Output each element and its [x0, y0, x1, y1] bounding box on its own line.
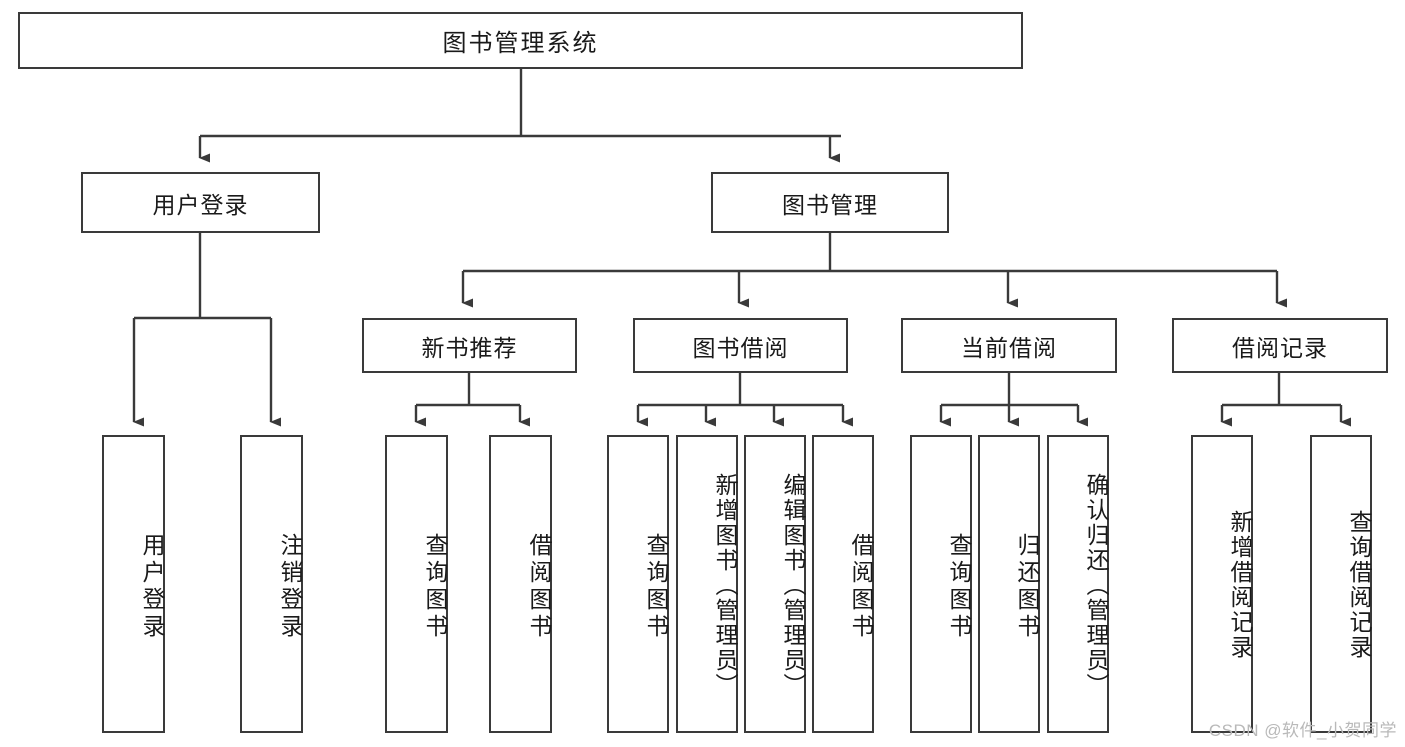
- leaf-current-confirm-return-admin[interactable]: 确认归还（管理员）: [1047, 435, 1109, 733]
- node-label: 用户登录: [139, 533, 165, 641]
- node-label: 图书借阅: [692, 334, 789, 361]
- node-label: 新增图书（管理员）: [712, 472, 738, 698]
- node-label: 查询图书: [946, 533, 972, 641]
- node-current-borrow[interactable]: 当前借阅: [901, 318, 1117, 373]
- leaf-current-return-book[interactable]: 归还图书: [978, 435, 1040, 733]
- node-book-borrow[interactable]: 图书借阅: [633, 318, 848, 373]
- leaf-borrow-edit-book-admin[interactable]: 编辑图书（管理员）: [744, 435, 806, 733]
- leaf-new-book-query[interactable]: 查询图书: [385, 435, 448, 733]
- node-label: 查询图书: [643, 533, 669, 641]
- node-label: 图书管理: [782, 191, 878, 218]
- node-new-book-recommendation[interactable]: 新书推荐: [362, 318, 577, 373]
- node-root-book-management-system[interactable]: 图书管理系统: [18, 12, 1023, 69]
- node-label: 借阅记录: [1232, 334, 1328, 361]
- leaf-current-query-book[interactable]: 查询图书: [910, 435, 972, 733]
- node-borrow-record[interactable]: 借阅记录: [1172, 318, 1388, 373]
- node-user-login[interactable]: 用户登录: [81, 172, 320, 233]
- leaf-borrow-add-book-admin[interactable]: 新增图书（管理员）: [676, 435, 738, 733]
- node-book-management[interactable]: 图书管理: [711, 172, 949, 233]
- node-label: 注销登录: [277, 533, 303, 641]
- leaf-new-book-borrow[interactable]: 借阅图书: [489, 435, 552, 733]
- node-label: 确认归还（管理员）: [1083, 472, 1109, 698]
- node-label: 查询图书: [422, 533, 448, 641]
- leaf-borrow-query-book[interactable]: 查询图书: [607, 435, 669, 733]
- node-label: 新增借阅记录: [1227, 510, 1253, 660]
- node-label: 归还图书: [1014, 533, 1040, 641]
- node-label: 借阅图书: [526, 533, 552, 641]
- leaf-borrow-borrow-book[interactable]: 借阅图书: [812, 435, 874, 733]
- leaf-user-login-signin[interactable]: 用户登录: [102, 435, 165, 733]
- node-label: 新书推荐: [421, 334, 518, 361]
- node-label: 查询借阅记录: [1346, 510, 1372, 660]
- node-label: 借阅图书: [848, 533, 874, 641]
- node-label: 图书管理系统: [442, 30, 599, 57]
- leaf-record-query-borrow-record[interactable]: 查询借阅记录: [1310, 435, 1372, 733]
- leaf-user-login-signout[interactable]: 注销登录: [240, 435, 303, 733]
- leaf-record-add-borrow-record[interactable]: 新增借阅记录: [1191, 435, 1253, 733]
- node-label: 当前借阅: [961, 334, 1057, 361]
- node-label: 用户登录: [152, 191, 249, 218]
- node-label: 编辑图书（管理员）: [780, 472, 806, 698]
